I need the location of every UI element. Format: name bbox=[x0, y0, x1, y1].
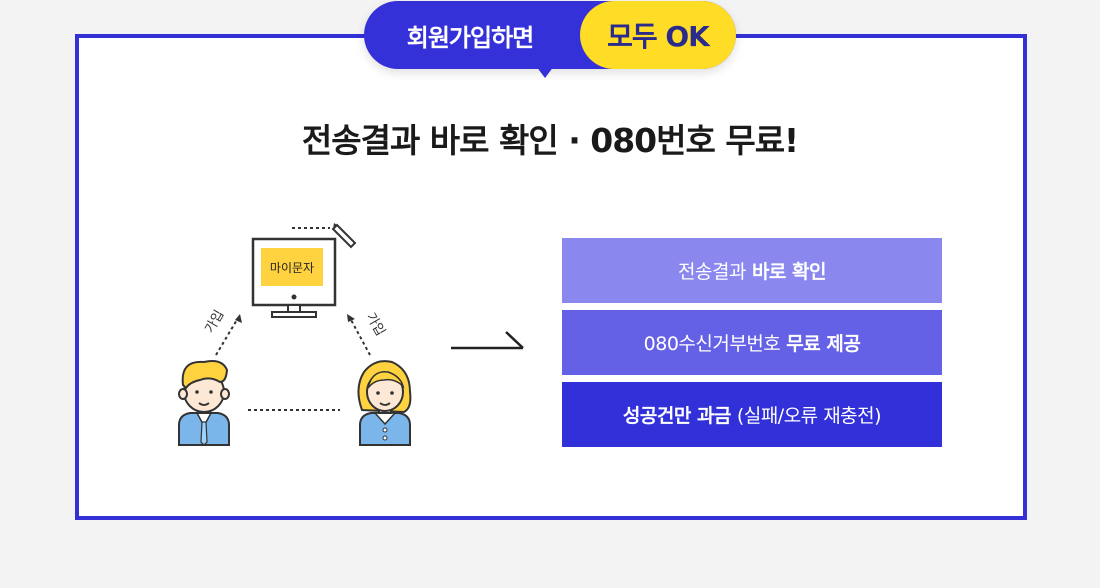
woman-avatar-icon bbox=[357, 360, 412, 446]
promo-badge: 회원가입하면 모두 OK bbox=[364, 1, 736, 69]
illustration-svg: 마이문자 가입 가입 bbox=[178, 223, 412, 446]
badge-left-text: 회원가입하면 bbox=[406, 23, 534, 52]
feature-bold-text: 바로 확인 bbox=[751, 261, 827, 283]
signup-illustration: 마이문자 가입 가입 bbox=[170, 220, 430, 455]
feature-item-success-billing: 성공건만 과금 (실패/오류 재충전) bbox=[562, 382, 942, 447]
feature-item-080-free: 080수신거부번호 무료 제공 bbox=[562, 310, 942, 375]
right-signup-arrow bbox=[347, 314, 371, 356]
monitor-icon: 마이문자 bbox=[251, 237, 337, 318]
feature-bold-text: 성공건만 과금 bbox=[622, 405, 732, 427]
feature-normal-text: 080수신거부번호 bbox=[643, 333, 781, 355]
feature-normal-text: (실패/오류 재충전) bbox=[736, 405, 882, 427]
pencil-icon bbox=[292, 223, 357, 249]
right-arrow-label: 가입 bbox=[363, 311, 388, 339]
page-headline: 전송결과 바로 확인 · 080번호 무료! bbox=[301, 121, 799, 160]
feature-normal-text: 전송결과 bbox=[678, 261, 746, 283]
feature-bold-text: 무료 제공 bbox=[786, 333, 861, 355]
left-signup-arrow bbox=[215, 314, 242, 356]
man-avatar-icon bbox=[178, 360, 230, 446]
badge-tail bbox=[536, 66, 554, 78]
right-arrow-icon bbox=[448, 328, 528, 358]
screen-label: 마이문자 bbox=[270, 261, 314, 275]
feature-list: 전송결과 바로 확인 080수신거부번호 무료 제공 성공건만 과금 (실패/오… bbox=[562, 238, 942, 454]
feature-item-result-check: 전송결과 바로 확인 bbox=[562, 238, 942, 303]
badge-right-text: 모두 OK bbox=[580, 1, 736, 69]
left-arrow-label: 가입 bbox=[202, 308, 227, 336]
